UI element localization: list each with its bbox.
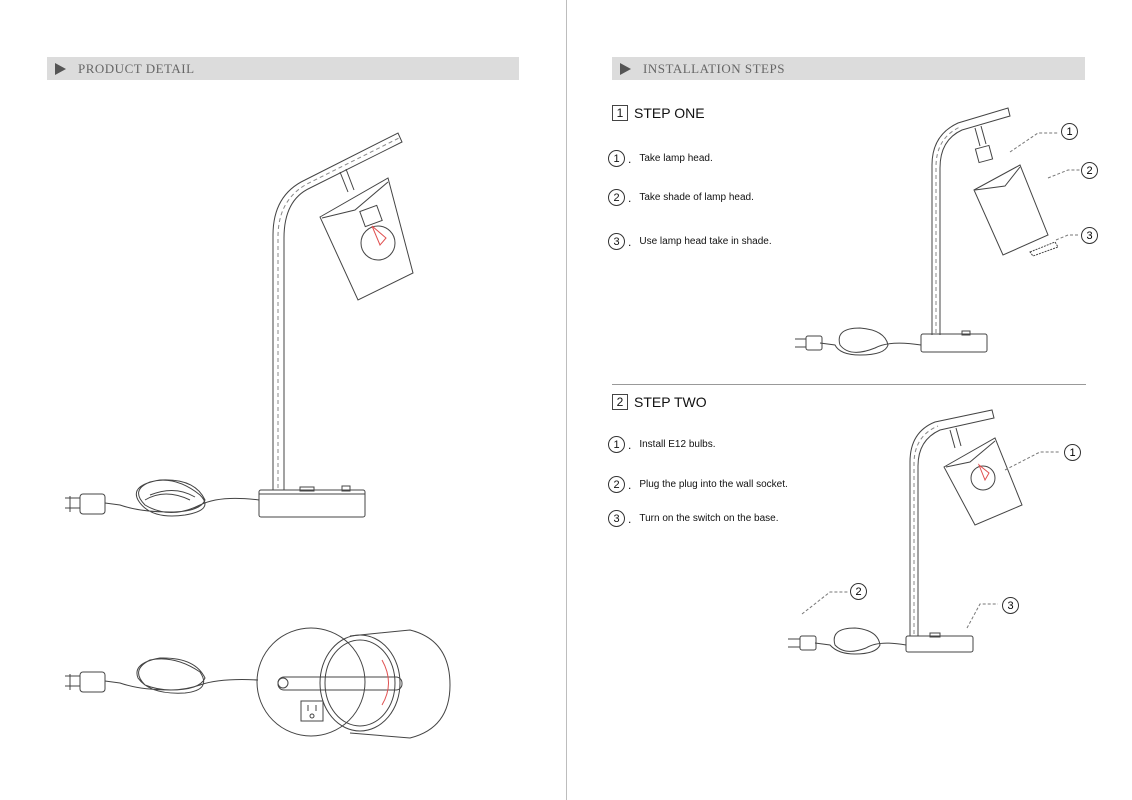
lamp-side-view-illustration — [65, 132, 414, 518]
step-separator — [612, 384, 1086, 385]
triangle-bullet-icon — [620, 62, 631, 75]
header-title: INSTALLATION STEPS — [643, 60, 785, 76]
header-title: PRODUCT DETAIL — [78, 60, 195, 76]
step-one-title: 1 STEP ONE — [612, 105, 705, 121]
step-one-item: 2. Take shade of lamp head. — [608, 189, 754, 206]
item-text: Install E12 bulbs. — [639, 439, 716, 450]
product-detail-header: PRODUCT DETAIL — [47, 57, 519, 80]
circled-number: 2 — [608, 189, 625, 206]
lamp-top-view-illustration — [65, 627, 451, 739]
triangle-bullet-icon — [55, 62, 66, 75]
circled-number: 1 — [608, 150, 625, 167]
callout-1: 1 — [1064, 444, 1081, 461]
page-divider — [566, 0, 567, 800]
item-text: Take shade of lamp head. — [639, 192, 754, 203]
step-title-text: STEP ONE — [634, 105, 705, 121]
item-text: Use lamp head take in shade. — [639, 236, 772, 247]
step-one-illustration — [795, 107, 1080, 356]
separator: . — [628, 151, 632, 166]
step-one-item: 1. Take lamp head. — [608, 150, 713, 167]
callout-2: 2 — [1081, 162, 1098, 179]
separator: . — [628, 477, 632, 492]
callout-3: 3 — [1002, 597, 1019, 614]
circled-number: 1 — [608, 436, 625, 453]
callout-1: 1 — [1061, 123, 1078, 140]
separator: . — [628, 190, 632, 205]
step-two-item: 1. Install E12 bulbs. — [608, 436, 716, 453]
step-title-text: STEP TWO — [634, 394, 707, 410]
separator: . — [628, 234, 632, 249]
separator: . — [628, 437, 632, 452]
step-number: 2 — [612, 394, 628, 410]
installation-steps-header: INSTALLATION STEPS — [612, 57, 1085, 80]
item-text: Take lamp head. — [639, 153, 713, 164]
item-text: Turn on the switch on the base. — [639, 513, 779, 524]
step-two-item: 3. Turn on the switch on the base. — [608, 510, 779, 527]
circled-number: 3 — [608, 233, 625, 250]
separator: . — [628, 511, 632, 526]
callout-3: 3 — [1081, 227, 1098, 244]
callout-2: 2 — [850, 583, 867, 600]
step-two-item: 2. Plug the plug into the wall socket. — [608, 476, 788, 493]
circled-number: 3 — [608, 510, 625, 527]
step-two-title: 2 STEP TWO — [612, 394, 707, 410]
step-two-illustration — [788, 409, 1060, 655]
step-number: 1 — [612, 105, 628, 121]
item-text: Plug the plug into the wall socket. — [639, 479, 788, 490]
step-one-item: 3. Use lamp head take in shade. — [608, 233, 772, 250]
circled-number: 2 — [608, 476, 625, 493]
